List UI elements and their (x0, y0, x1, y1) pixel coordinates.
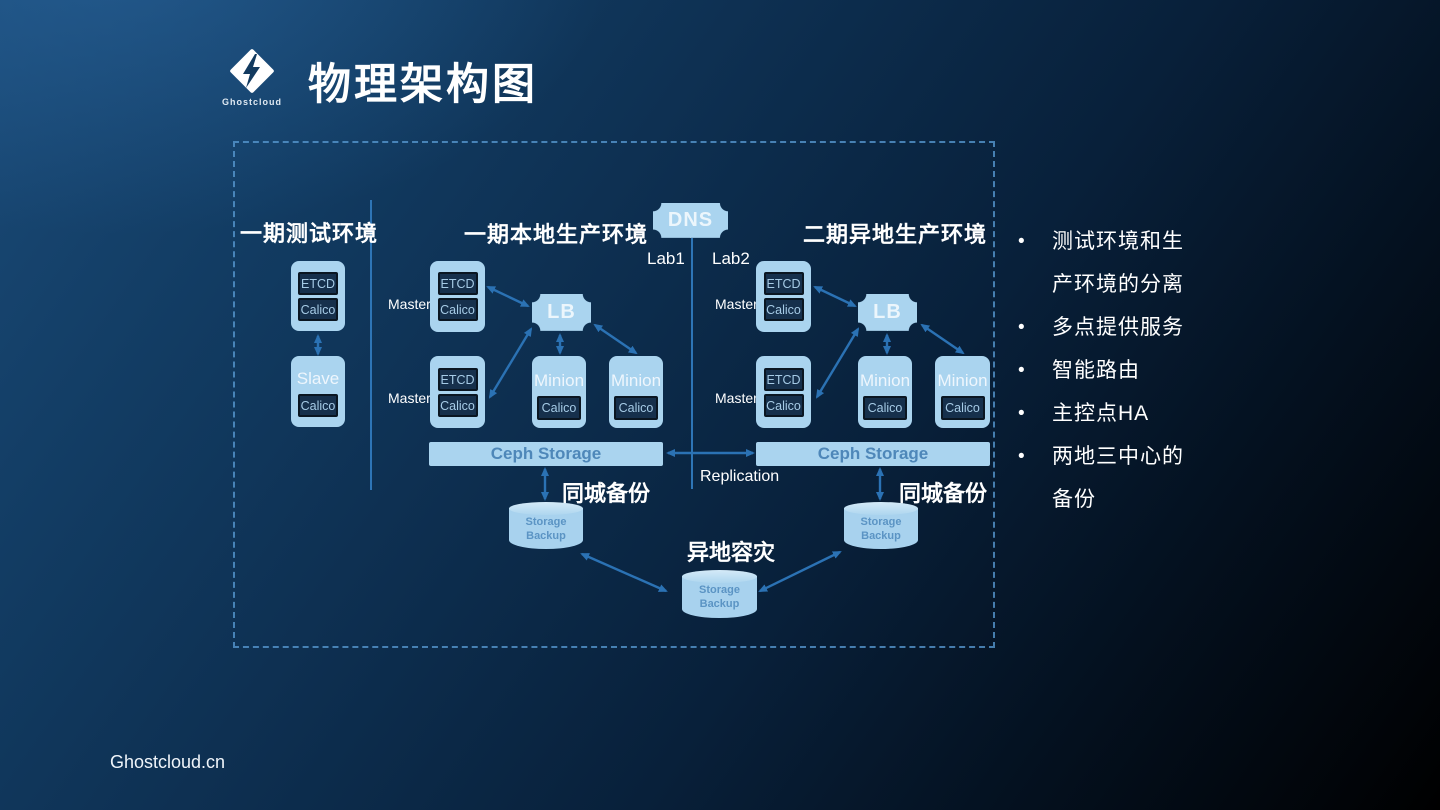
node-remote-master1-bottom: ETCD Calico (756, 356, 811, 428)
bullet-text: 主控点HA (1052, 402, 1150, 425)
etcd-box: ETCD (437, 368, 478, 391)
cylinder-top (682, 570, 757, 583)
label-master1-remote-top: Master1 (715, 296, 766, 312)
node-local-master1-bottom: ETCD Calico (430, 356, 485, 428)
label-master1-remote-bottom: Master1 (715, 390, 766, 406)
bullet-item: • 测试环境和生产环境的分离 (1018, 220, 1238, 306)
bullet-text: 测试环境和生产环境的分离 (1052, 230, 1184, 296)
calico-box: Calico (763, 394, 804, 417)
node-local-master1-top: ETCD Calico (430, 261, 485, 332)
etcd-box: ETCD (298, 272, 338, 295)
ghostcloud-logo-icon (230, 49, 274, 93)
label-master1-local-top: Master1 (388, 296, 439, 312)
bullet-item: • 两地三中心的备份 (1018, 435, 1238, 521)
bullet-item: • 智能路由 (1018, 349, 1238, 392)
footer-site-text: Ghostcloud.cn (110, 752, 226, 772)
label-same-city-backup-right: 同城备份 (899, 481, 988, 506)
cylinder-body (682, 576, 757, 618)
calico-box: Calico (298, 394, 338, 417)
node-remote-minion2: Minion Calico (935, 356, 990, 428)
node-remote-lb: LB (858, 294, 917, 331)
node-local-lb: LB (532, 294, 591, 331)
label-same-city-backup-left: 同城备份 (562, 481, 651, 506)
storage-backup-label: Storage Backup (525, 516, 567, 543)
section-title-test: 一期测试环境 (240, 221, 379, 246)
node-remote-master1-top: ETCD Calico (756, 261, 811, 332)
etcd-box: ETCD (763, 368, 804, 391)
calico-box: Calico (940, 396, 985, 420)
bullet-item: • 多点提供服务 (1018, 306, 1238, 349)
page-title: 物理架构图 (308, 61, 538, 109)
slave-title: Slave (296, 369, 340, 388)
calico-box: Calico (614, 396, 658, 420)
bullet-dot: • (1018, 317, 1025, 338)
label-replication: Replication (700, 468, 780, 485)
cylinder-storage-backup-center: Storage Backup (682, 570, 757, 618)
storage-backup-label: Storage Backup (860, 516, 902, 543)
logo-brand-text: Ghostcloud (222, 97, 282, 107)
bullet-text: 智能路由 (1052, 359, 1140, 382)
cylinder-top (844, 502, 918, 515)
calico-box: Calico (298, 298, 338, 321)
cylinder-storage-backup-right: Storage Backup (844, 502, 918, 549)
bullet-text: 多点提供服务 (1052, 316, 1184, 339)
diagram-frame (233, 141, 995, 648)
calico-box: Calico (437, 394, 478, 417)
calico-box: Calico (537, 396, 581, 420)
bullet-dot: • (1018, 403, 1025, 424)
label-lab1: Lab1 (647, 249, 685, 268)
bullet-dot: • (1018, 446, 1025, 467)
minion-title: Minion (859, 371, 911, 390)
label-master1-local-bottom: Master1 (388, 390, 439, 406)
cylinder-top (509, 502, 583, 515)
calico-box: Calico (437, 298, 478, 321)
feature-bullet-list: • 测试环境和生产环境的分离 • 多点提供服务 • 智能路由 • 主控点HA • 两地三中… (1018, 220, 1238, 521)
bullet-dot: • (1018, 231, 1025, 252)
node-local-minion1: Minion Calico (532, 356, 586, 428)
node-dns: DNS (653, 203, 728, 238)
node-local-minion2: Minion Calico (609, 356, 663, 428)
label-remote-disaster-recovery: 异地容灾 (687, 540, 776, 565)
storage-backup-label: Storage Backup (699, 584, 740, 611)
cylinder-storage-backup-left: Storage Backup (509, 502, 583, 549)
etcd-box: ETCD (763, 272, 804, 295)
minion-title: Minion (533, 371, 585, 390)
calico-box: Calico (763, 298, 804, 321)
calico-box: Calico (863, 396, 907, 420)
minion-title: Minion (937, 371, 988, 390)
label-lab2: Lab2 (712, 249, 750, 268)
remote-ceph-storage-bar: Ceph Storage (756, 442, 990, 466)
node-test-master: ETCD Calico (291, 261, 345, 331)
local-ceph-storage-bar: Ceph Storage (429, 442, 663, 466)
bullet-item: • 主控点HA (1018, 392, 1238, 435)
node-test-slave: Slave Calico (291, 356, 345, 427)
node-remote-minion1: Minion Calico (858, 356, 912, 428)
bullet-dot: • (1018, 360, 1025, 381)
section-title-local: 一期本地生产环境 (464, 222, 649, 247)
minion-title: Minion (610, 371, 662, 390)
section-title-remote: 二期异地生产环境 (803, 222, 988, 247)
bullet-text: 两地三中心的备份 (1052, 445, 1184, 511)
etcd-box: ETCD (437, 272, 478, 295)
